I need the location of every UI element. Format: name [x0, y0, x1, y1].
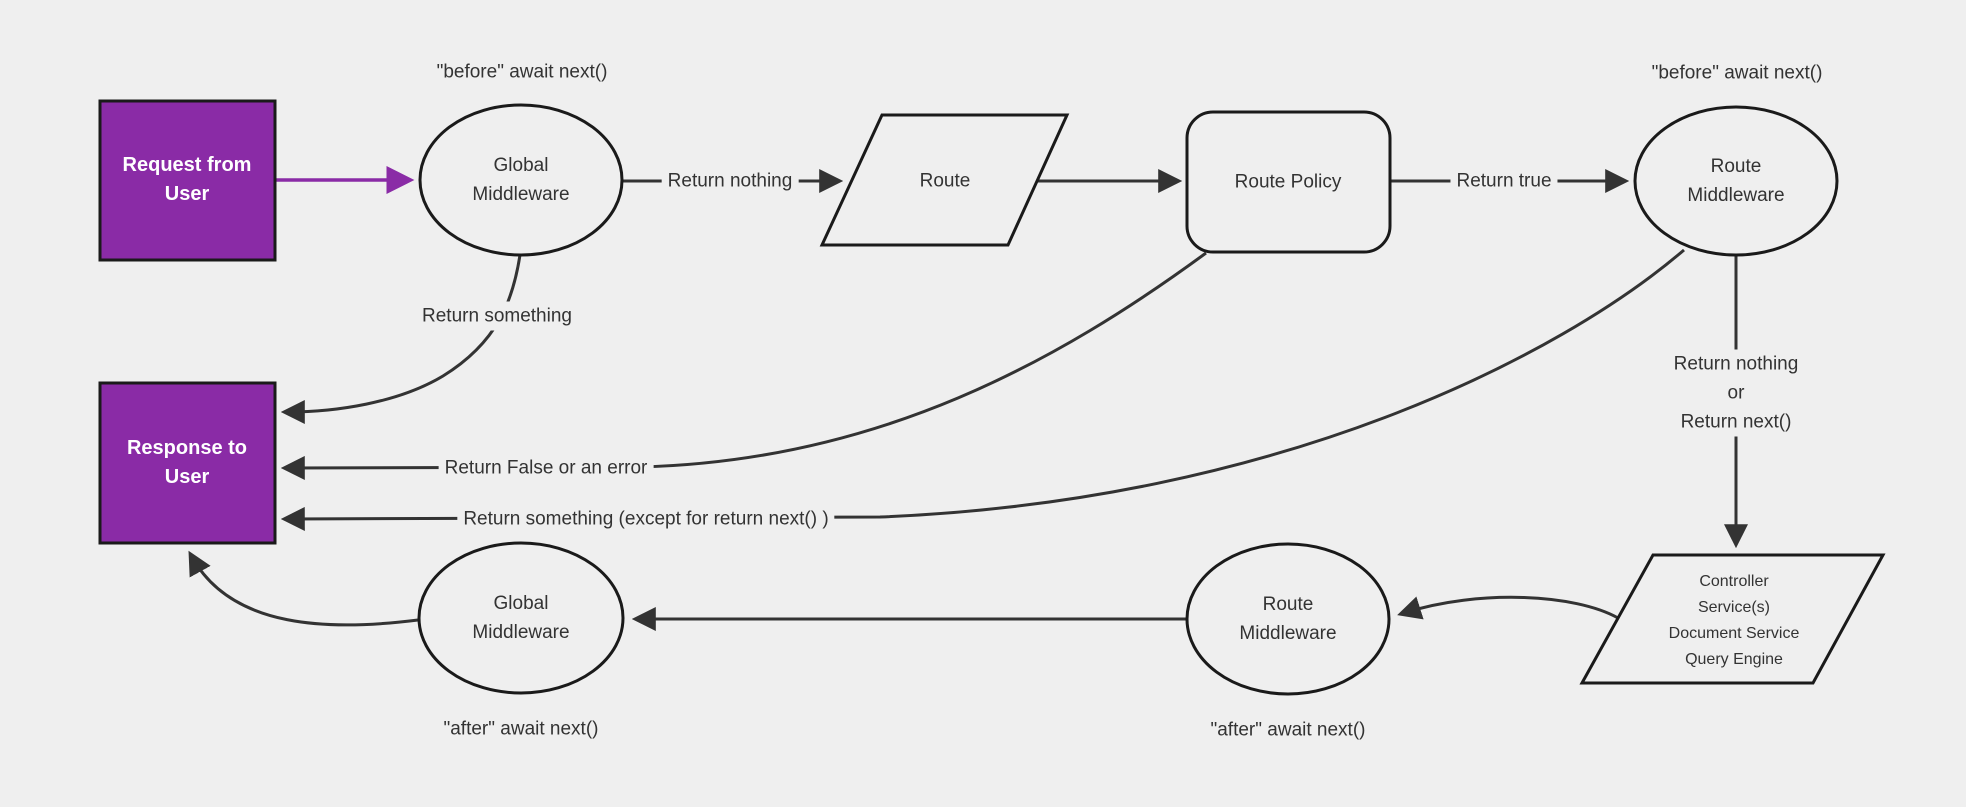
request-from-user-node: [98, 99, 277, 262]
edge-return-false-to-response: [280, 251, 1207, 480]
global-middleware-before-node: [418, 103, 624, 257]
edge-global-middleware-after-to-response: [188, 550, 419, 627]
controller-services-node: [1579, 553, 1886, 685]
route-policy-node: [1185, 110, 1392, 254]
edge-return-something-except-to-response: [280, 248, 1685, 531]
response-to-user-node: [98, 381, 277, 545]
route-middleware-before-node: [1633, 105, 1839, 257]
edge-return-something-to-response: [280, 254, 522, 424]
edge-controller-to-route-middleware-after: [1397, 595, 1619, 620]
route-node: [819, 113, 1070, 247]
route-middleware-after-node: [1185, 542, 1391, 696]
global-middleware-after-node: [417, 541, 625, 695]
